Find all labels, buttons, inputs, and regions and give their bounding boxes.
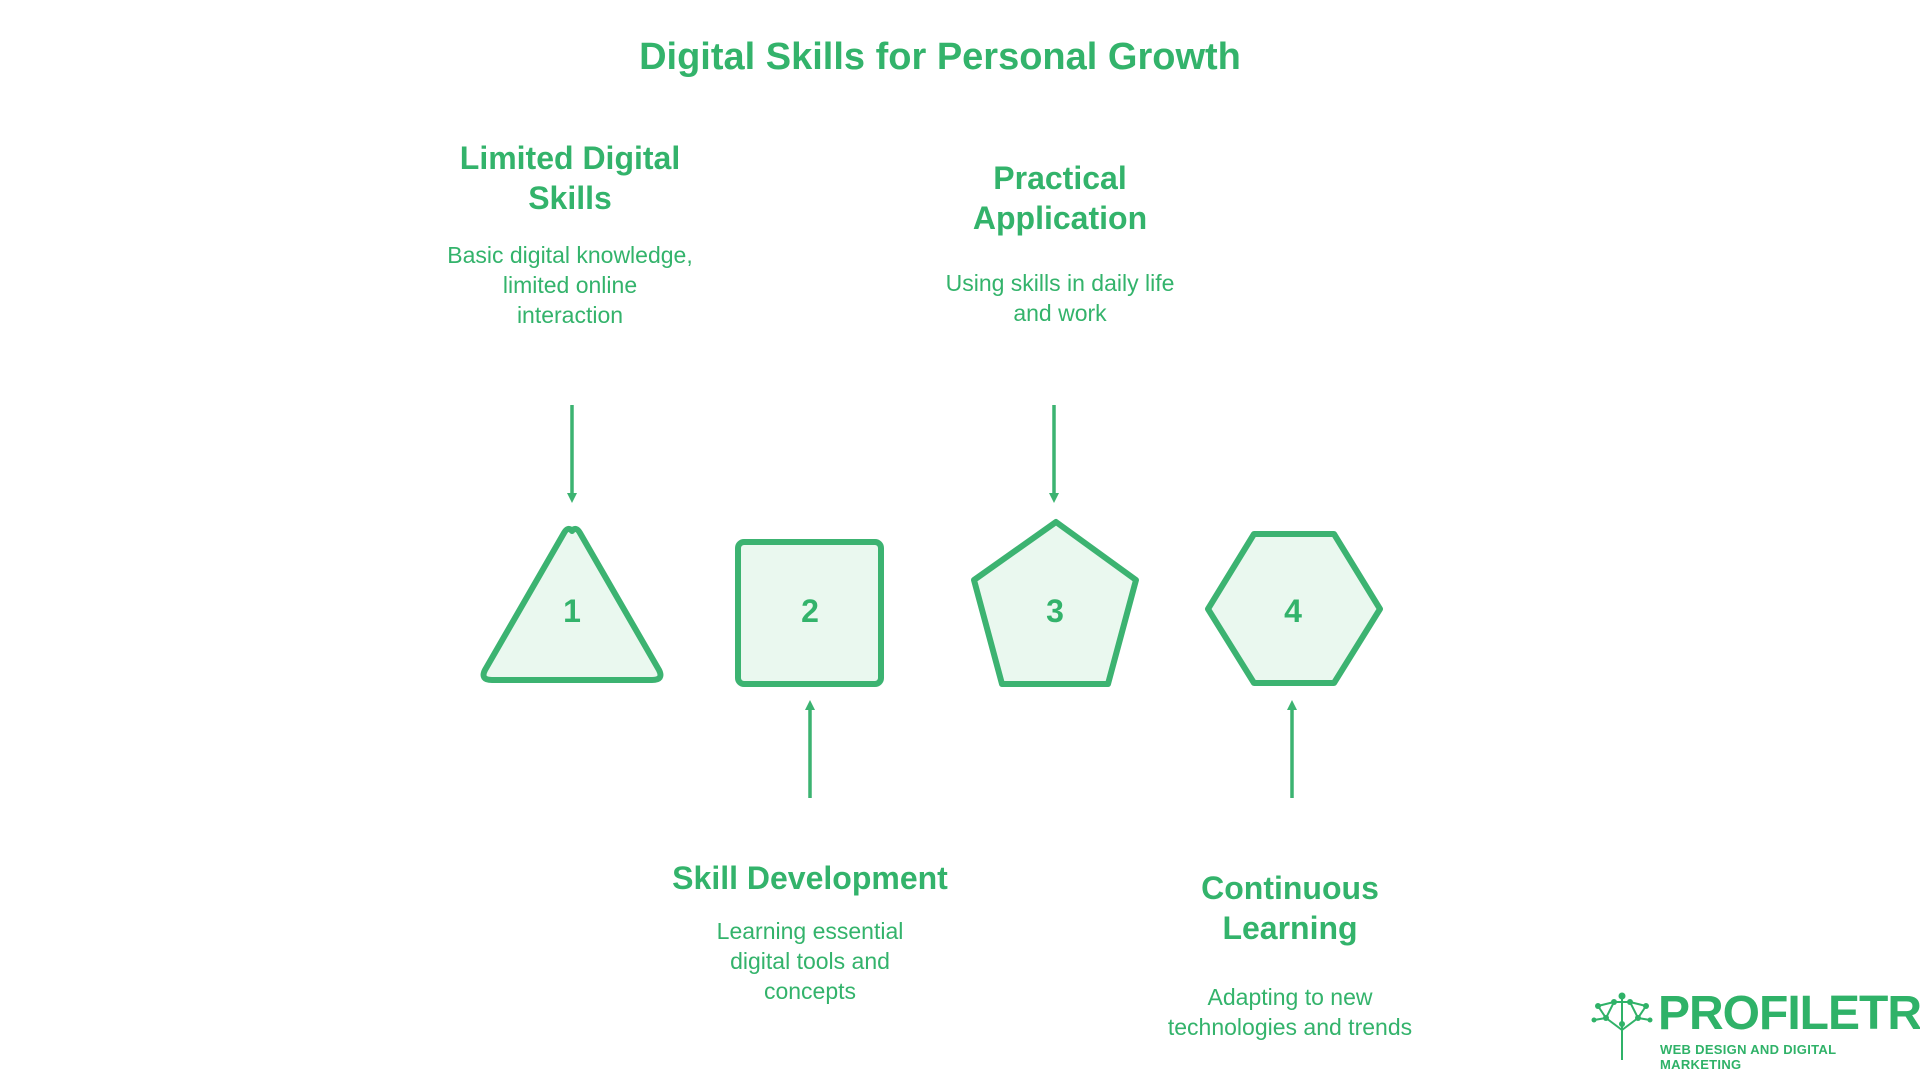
step-3-title-line-2: Application (972, 200, 1148, 236)
step-2-desc-line-1: Learning essential (716, 918, 904, 944)
step-2-desc-line-2: digital tools and (730, 948, 890, 974)
square-shape (735, 539, 884, 687)
step-2-title-line-1: Skill Development (672, 860, 948, 896)
tree-icon (1591, 992, 1653, 1060)
step-4-text: Continuous Learning Adapting to new tech… (1130, 868, 1450, 1042)
logo-tagline: WEB DESIGN AND DIGITAL MARKETING (1660, 1042, 1837, 1072)
step-3-number: 3 (1046, 593, 1064, 629)
step-3-title-line-1: Practical (993, 160, 1127, 196)
step-4-title-line-1: Continuous (1201, 870, 1379, 906)
diagram-title: Digital Skills for Personal Growth (639, 36, 1241, 78)
step-1-title-line-1: Limited Digital (459, 140, 681, 176)
step-1-text: Limited Digital Skills Basic digital kno… (410, 138, 730, 330)
step-1-desc-line-3: interaction (516, 302, 624, 328)
step-1-title-line-2: Skills (528, 180, 612, 216)
step-3-desc-line-2: and work (1013, 300, 1107, 326)
logo-wordmark: PROFILETREE (1658, 987, 1920, 1040)
profiletree-logo: PROFILETREE WEB DESIGN AND DIGITAL MARKE… (1590, 988, 1920, 1072)
hexagon-shape (1205, 531, 1383, 686)
step-3-desc-line-1: Using skills in daily life (945, 270, 1175, 296)
step-3-text: Practical Application Using skills in da… (900, 158, 1220, 328)
step-1-desc-line-2: limited online (502, 272, 638, 298)
step-2-desc-line-3: concepts (763, 978, 857, 1004)
step-2-text: Skill Development Learning essential dig… (650, 858, 970, 1006)
step-4-number: 4 (1284, 593, 1302, 629)
step-4-title-line-2: Learning (1222, 910, 1358, 946)
triangle-shape (480, 525, 664, 683)
step-4-desc-line-2: technologies and trends (1167, 1014, 1413, 1040)
step-4-desc-line-1: Adapting to new (1207, 984, 1373, 1010)
pentagon-shape (971, 519, 1139, 687)
step-1-number: 1 (563, 593, 581, 629)
step-1-desc-line-1: Basic digital knowledge, (447, 242, 693, 268)
step-2-number: 2 (801, 593, 819, 629)
